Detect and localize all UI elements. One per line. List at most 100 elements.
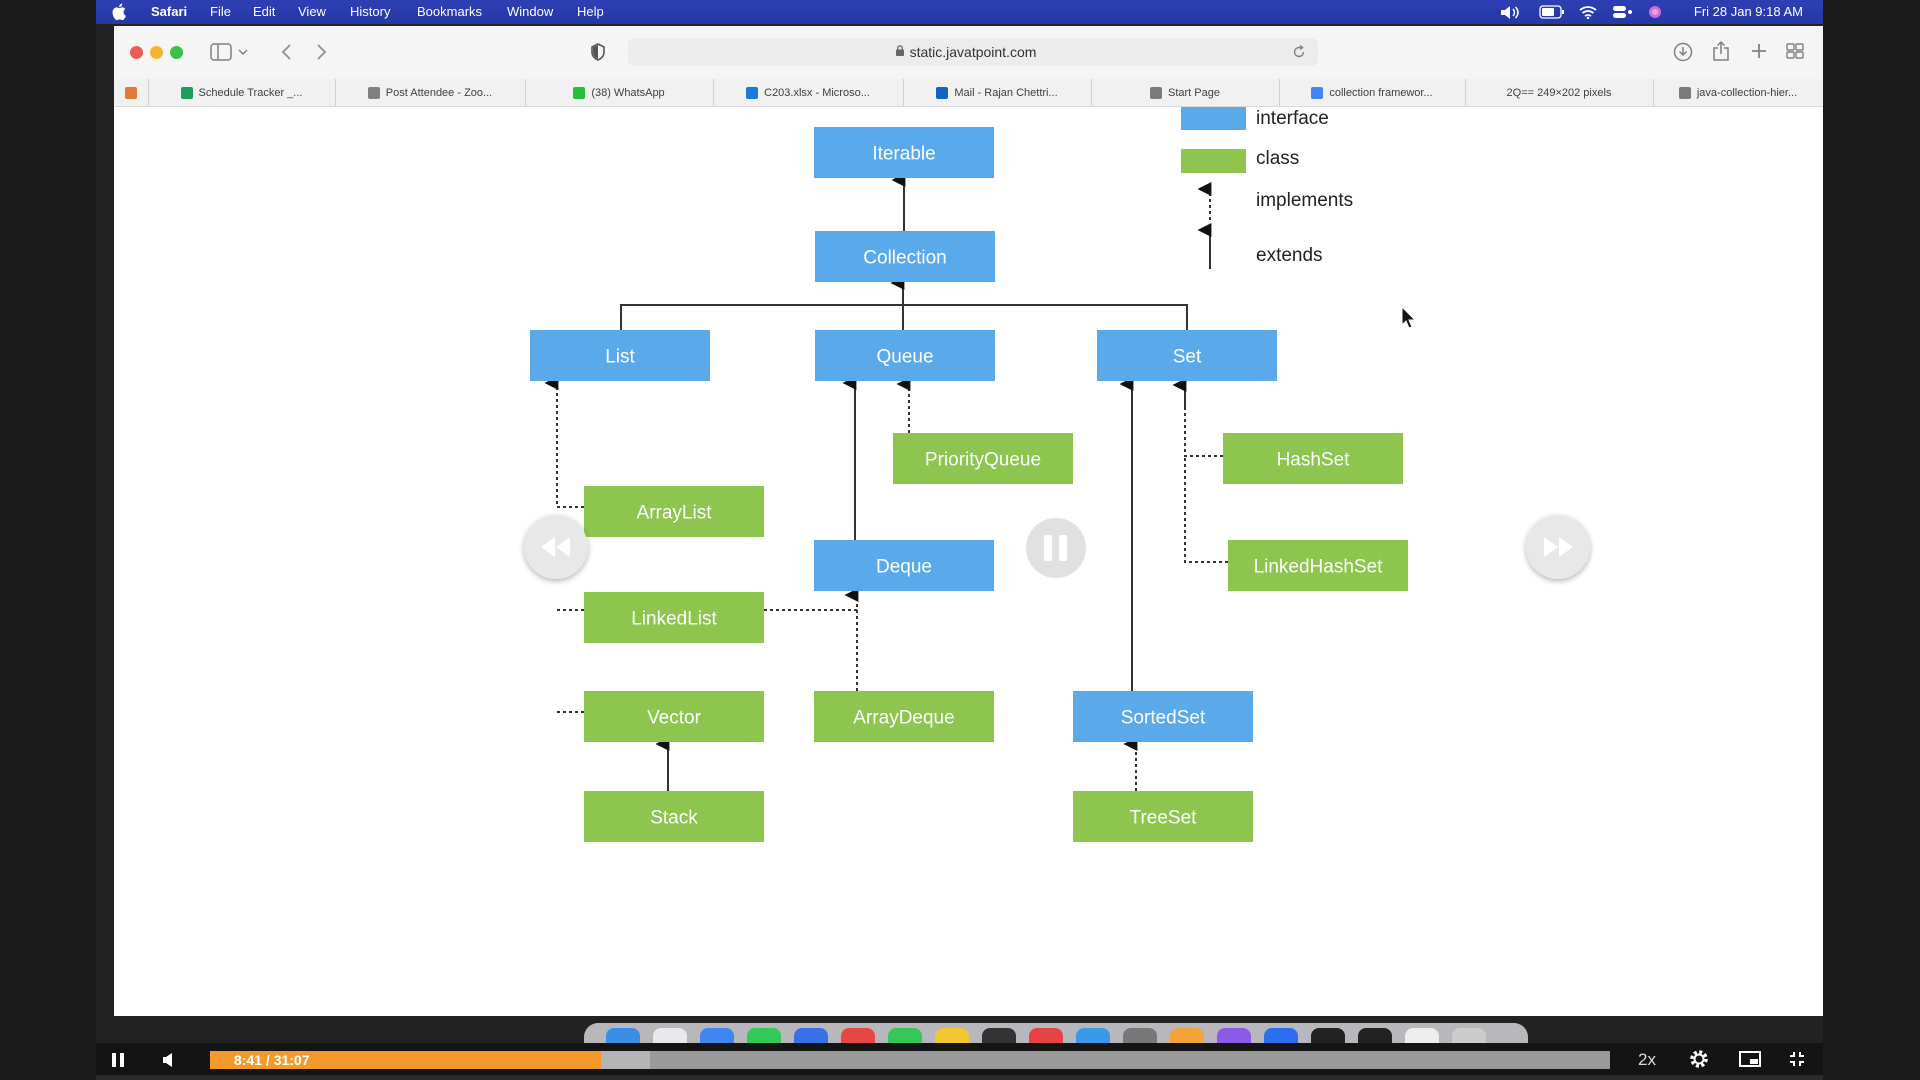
volume-icon[interactable]: [162, 1052, 176, 1068]
window-zoom-button[interactable]: [170, 46, 183, 59]
forward-icon[interactable]: [316, 43, 328, 61]
share-icon[interactable]: [1712, 40, 1730, 62]
onedrive-icon: [746, 86, 759, 99]
tab-label: Schedule Tracker _...: [198, 86, 303, 99]
node-label-linkedhashset: LinkedHashSet: [1254, 557, 1384, 578]
google-icon: [1311, 86, 1324, 99]
window-minimize-button[interactable]: [150, 46, 163, 59]
node-label-hashset: HashSet: [1277, 450, 1351, 471]
pause-overlay-button[interactable]: [1026, 518, 1086, 578]
tab-2[interactable]: Post Attendee - Zoo...: [335, 79, 526, 106]
fast-forward-button[interactable]: [1526, 515, 1590, 579]
whatsapp-icon: [573, 86, 586, 99]
node-label-set: Set: [1173, 347, 1202, 368]
legend-implements-label: implements: [1256, 190, 1353, 211]
battery-icon[interactable]: [1539, 5, 1565, 19]
recorded-screen: Safari File Edit View History Bookmarks …: [96, 0, 1823, 1075]
node-label-linkedlist: LinkedList: [631, 609, 717, 630]
legend-class-label: class: [1256, 148, 1299, 169]
node-box-priorityqueue: [893, 433, 1073, 484]
siri-icon[interactable]: [1648, 5, 1662, 19]
exit-fullscreen-icon[interactable]: [1789, 1051, 1805, 1067]
tab-8[interactable]: 2Q== 249×202 pixels: [1465, 79, 1654, 106]
node-box-deque: [814, 540, 994, 591]
sheets-icon: [180, 86, 193, 99]
node-box-stack: [584, 791, 764, 842]
playback-speed-button[interactable]: 2x: [1638, 1050, 1656, 1069]
video-letterbox-left: [0, 0, 96, 1080]
menu-window[interactable]: Window: [507, 4, 554, 19]
zoom-icon: [367, 86, 380, 99]
node-box-arraydeque: [814, 691, 994, 742]
time-display: 8:41 / 31:07: [234, 1052, 310, 1068]
video-bottom-edge: [96, 1075, 1823, 1080]
control-center-icon[interactable]: [1612, 5, 1634, 19]
tab-5[interactable]: Mail - Rajan Chettri...: [903, 79, 1092, 106]
new-tab-icon[interactable]: [1751, 43, 1767, 59]
tab-1[interactable]: Schedule Tracker _...: [148, 79, 336, 106]
star-icon: [1150, 86, 1162, 99]
rewind-button[interactable]: [524, 515, 588, 579]
legend-class-swatch: [1181, 149, 1246, 173]
address-bar[interactable]: static.javatpoint.com: [628, 38, 1318, 66]
menu-help[interactable]: Help: [577, 4, 604, 19]
node-label-iterable: Iterable: [872, 144, 935, 165]
menu-history[interactable]: History: [350, 4, 391, 19]
node-label-stack: Stack: [650, 808, 698, 829]
volume-icon[interactable]: [1500, 5, 1520, 20]
tab-0[interactable]: [114, 79, 149, 106]
tab-label: java-collection-hier...: [1696, 86, 1798, 99]
wifi-icon[interactable]: [1579, 5, 1597, 19]
tab-label: (38) WhatsApp: [591, 86, 665, 99]
tab-6[interactable]: Start Page: [1091, 79, 1280, 106]
tab-4[interactable]: C203.xlsx - Microso...: [713, 79, 904, 106]
progress-bar[interactable]: 8:41 / 31:07: [210, 1051, 1610, 1069]
node-box-set: [1097, 330, 1277, 381]
menu-file[interactable]: File: [210, 4, 231, 19]
picture-in-picture-icon[interactable]: [1739, 1051, 1761, 1067]
apple-icon[interactable]: [112, 3, 126, 20]
tab-7[interactable]: collection framewor...: [1279, 79, 1466, 106]
pause-icon[interactable]: [111, 1052, 125, 1068]
tab-3[interactable]: (38) WhatsApp: [525, 79, 714, 106]
window-close-button[interactable]: [130, 46, 143, 59]
tab-label: 2Q== 249×202 pixels: [1506, 86, 1612, 99]
sidebar-toggle-icon[interactable]: [210, 43, 232, 61]
tab-overview-icon[interactable]: [1786, 43, 1804, 59]
node-box-vector: [584, 691, 764, 742]
legend-extends-label: extends: [1256, 245, 1323, 266]
pause-icon: [1044, 535, 1052, 561]
edge-arraylist-list: [544, 376, 584, 508]
j-icon: [1678, 86, 1691, 99]
mouse-cursor-icon: [1401, 305, 1417, 329]
node-label-treeset: TreeSet: [1130, 808, 1198, 829]
node-box-arraylist: [584, 486, 764, 537]
node-label-arraylist: ArrayList: [637, 503, 713, 524]
node-box-sortedset: [1073, 691, 1253, 742]
menu-bookmarks[interactable]: Bookmarks: [417, 4, 483, 19]
chevron-down-icon[interactable]: [238, 49, 248, 56]
outlook-icon: [936, 86, 949, 99]
menu-edit[interactable]: Edit: [253, 4, 276, 19]
video-letterbox-right: [1823, 0, 1920, 1080]
tab-9[interactable]: java-collection-hier...: [1653, 79, 1823, 106]
home-icon: [125, 86, 137, 99]
privacy-shield-icon[interactable]: [590, 43, 606, 61]
menu-safari[interactable]: Safari: [151, 4, 188, 19]
menu-clock[interactable]: Fri 28 Jan 9:18 AM: [1693, 4, 1803, 19]
node-label-deque: Deque: [876, 557, 932, 578]
back-icon[interactable]: [280, 43, 292, 61]
node-box-linkedhashset: [1228, 540, 1408, 591]
menu-view[interactable]: View: [298, 4, 326, 19]
tab-label: C203.xlsx - Microso...: [764, 86, 870, 99]
legend-interface-label: interface: [1256, 108, 1329, 129]
progress-played: [210, 1051, 601, 1069]
reload-icon[interactable]: [1292, 45, 1306, 59]
node-box-treeset: [1073, 791, 1253, 842]
tab-label: Start Page: [1168, 86, 1220, 99]
settings-gear-icon[interactable]: [1689, 1049, 1709, 1069]
downloads-icon[interactable]: [1673, 42, 1693, 62]
edge-linkedlist-deque: [764, 588, 859, 611]
tab-bar: Schedule Tracker _... Post Attendee - Zoo…: [114, 79, 1823, 107]
